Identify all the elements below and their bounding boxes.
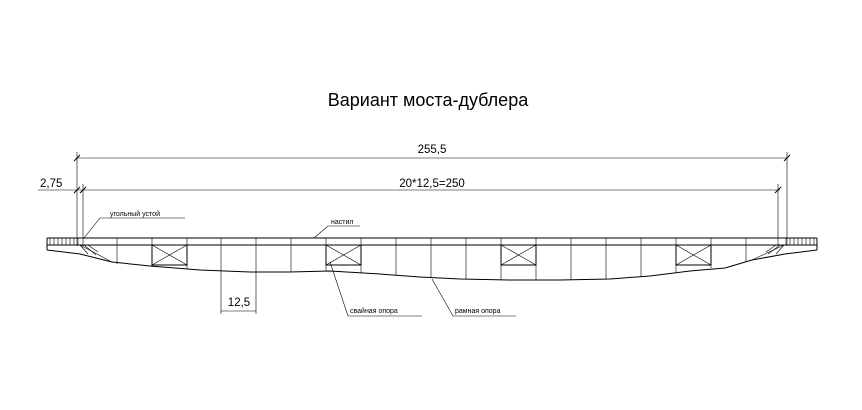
- frame-pier-note: рамная опора: [455, 308, 501, 315]
- annotations: угольный устой настил свайная опора рамн…: [83, 210, 516, 317]
- span-width-label: 12,5: [228, 297, 250, 309]
- total-length-dimension: 255,5: [73, 144, 791, 246]
- drawing-title: Вариант моста-дублера: [328, 90, 529, 110]
- braced-frames: [151, 244, 712, 266]
- pier-lines: [116, 238, 747, 280]
- spans-dimension: 20*12,5=250 2,75: [38, 178, 782, 246]
- total-length-label: 255,5: [418, 144, 447, 156]
- abutment-note: угольный устой: [110, 210, 160, 218]
- span-width-dimension: 12,5: [220, 271, 257, 314]
- pile-pier-note: свайная опора: [350, 307, 398, 315]
- left-abutment: [49, 238, 113, 263]
- offset-label: 2,75: [40, 178, 62, 190]
- right-abutment: [751, 238, 815, 261]
- deck-note: настил: [331, 219, 353, 226]
- spans-label: 20*12,5=250: [399, 178, 465, 190]
- bridge-structure: [46, 237, 818, 281]
